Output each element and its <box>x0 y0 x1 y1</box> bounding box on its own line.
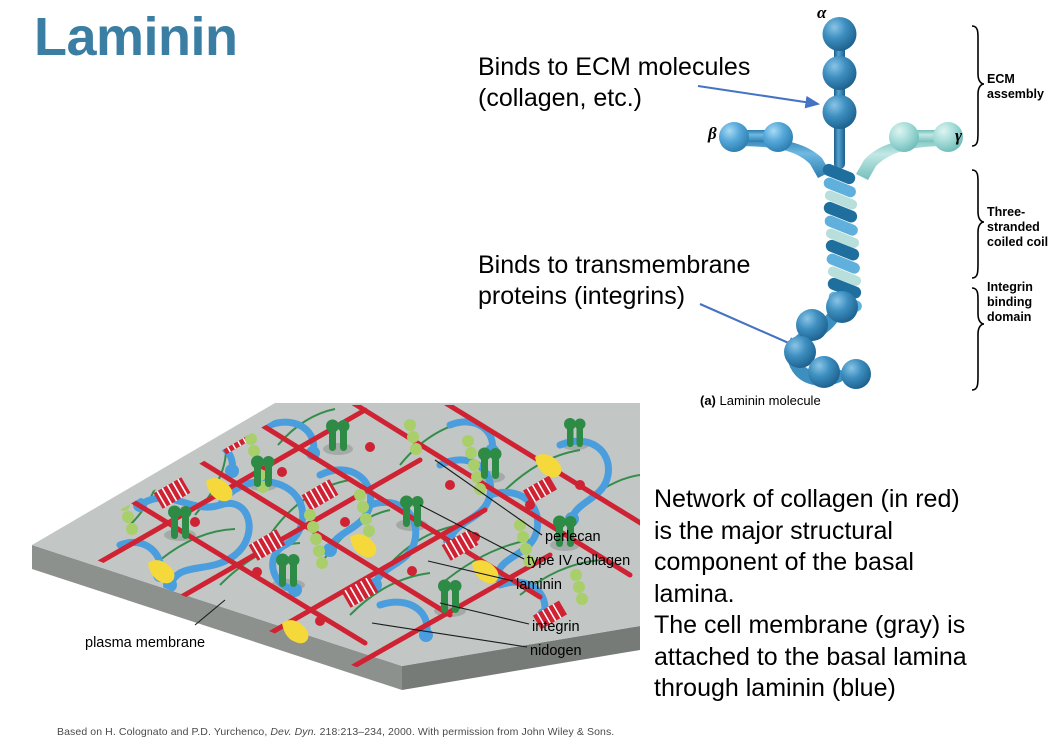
figure-caption-a: (a) Laminin molecule <box>700 393 821 408</box>
label-integrin-binding-domain: Integrin binding domain <box>987 280 1033 324</box>
leader-type-iv-collagen <box>419 504 525 560</box>
label-perlecan: perlecan <box>545 529 601 545</box>
basal-lamina-drawing <box>32 403 640 690</box>
basal-lamina-figure: perlecan type IV collagen laminin integr… <box>20 385 640 715</box>
callout-ecm-binding: Binds to ECM molecules (collagen, etc.) <box>478 53 751 112</box>
leader-laminin <box>427 560 514 582</box>
laminin-molecule-drawing <box>719 17 985 391</box>
source-credit: Based on H. Colognato and P.D. Yurchenco… <box>57 726 614 738</box>
alpha-chain-arm <box>822 17 857 169</box>
nidogen-linkers <box>148 454 562 644</box>
leader-perlecan <box>434 459 543 536</box>
leader-integrin <box>439 602 530 625</box>
beta-chain-arm <box>719 122 830 178</box>
gamma-chain-arm <box>856 122 963 180</box>
three-stranded-coiled-coil <box>822 163 862 312</box>
label-ecm-assembly: ECM assembly <box>987 72 1044 101</box>
label-leader-lines <box>194 459 543 648</box>
bracket-coiled-coil <box>971 169 985 279</box>
credit-part-2: 218:213–234, 2000. With permission from … <box>316 726 615 738</box>
laminin-molecule-figure: α β γ ECM assembly Three-stranded coiled… <box>690 0 1050 420</box>
gamma-chain-label: γ <box>955 126 963 145</box>
label-integrin: integrin <box>532 619 580 635</box>
bracket-integrin-domain <box>971 287 985 391</box>
body-paragraph: Network of collagen (in red) is the majo… <box>654 485 967 702</box>
alpha-chain-label: α <box>817 3 827 22</box>
figure-brackets <box>971 25 985 391</box>
page-title: Laminin <box>34 7 238 67</box>
beta-chain-label: β <box>708 124 717 143</box>
label-plasma-membrane: plasma membrane <box>85 635 206 651</box>
label-laminin: laminin <box>516 577 562 593</box>
collagen-crosslinks <box>153 425 567 630</box>
figure-caption-prefix: (a) <box>700 393 716 408</box>
credit-journal: Dev. Dyn. <box>270 726 317 738</box>
figure-caption-text: Laminin molecule <box>719 393 821 408</box>
label-type-iv-collagen: type IV collagen <box>527 553 631 569</box>
leader-plasma-membrane <box>194 599 226 626</box>
callout-integrin-binding: Binds to transmembrane proteins (integri… <box>478 251 751 310</box>
credit-part-1: Based on H. Colognato and P.D. Yurchenco… <box>57 726 271 738</box>
integrin-binding-domain <box>784 291 871 389</box>
leader-nidogen <box>371 622 528 648</box>
label-nidogen: nidogen <box>530 643 582 659</box>
label-three-stranded-coiled-coil: Three-stranded coiled coil <box>987 205 1049 249</box>
bracket-ecm-assembly <box>971 25 985 147</box>
